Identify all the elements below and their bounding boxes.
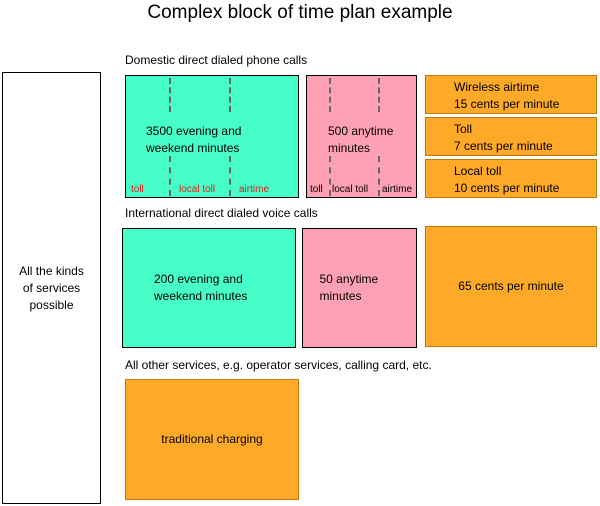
rate-name: Local toll bbox=[454, 164, 502, 178]
divider-line bbox=[378, 78, 380, 112]
anytime-minutes-label: 50 anytime minutes bbox=[319, 272, 379, 303]
anytime-minutes-label: 500 anytime minutes bbox=[328, 124, 394, 155]
divider-line bbox=[169, 78, 171, 112]
domestic-anytime-block: 500 anytime minutes toll local toll airt… bbox=[306, 75, 417, 198]
segment-toll: toll bbox=[131, 184, 144, 195]
segment-toll: toll bbox=[310, 184, 323, 195]
services-box: All the kinds of services possible bbox=[2, 72, 101, 504]
divider-line bbox=[229, 156, 231, 196]
segment-local-toll: local toll bbox=[179, 184, 216, 195]
rate-toll: Toll 7 cents per minute bbox=[425, 117, 597, 156]
international-evening-block: 200 evening and weekend minutes bbox=[122, 228, 296, 348]
rate-name: Toll bbox=[454, 122, 473, 136]
international-rate: 65 cents per minute bbox=[458, 279, 564, 293]
traditional-charging-label: traditional charging bbox=[161, 432, 263, 446]
divider-line bbox=[229, 78, 231, 112]
rate-local-toll: Local toll 10 cents per minute bbox=[425, 159, 597, 198]
international-anytime-block: 50 anytime minutes bbox=[302, 228, 417, 348]
evening-minutes-label: 200 evening and weekend minutes bbox=[154, 272, 248, 303]
evening-minutes-label: 3500 evening and weekend minutes bbox=[146, 124, 242, 155]
rate-price: 15 cents per minute bbox=[454, 97, 560, 111]
segment-local-toll: local toll bbox=[332, 184, 369, 195]
rate-wireless-airtime: Wireless airtime 15 cents per minute bbox=[425, 75, 597, 114]
diagram-title: Complex block of time plan example bbox=[147, 2, 453, 23]
international-rate-block: 65 cents per minute bbox=[425, 226, 597, 347]
rate-price: 7 cents per minute bbox=[454, 139, 553, 153]
divider-line bbox=[169, 156, 171, 196]
traditional-charging-block: traditional charging bbox=[125, 379, 299, 500]
international-heading: International direct dialed voice calls bbox=[125, 206, 318, 220]
segment-airtime: airtime bbox=[382, 184, 413, 195]
divider-line bbox=[329, 78, 331, 112]
domestic-heading: Domestic direct dialed phone calls bbox=[125, 53, 308, 67]
domestic-evening-block: 3500 evening and weekend minutes toll lo… bbox=[125, 75, 299, 198]
rate-price: 10 cents per minute bbox=[454, 181, 560, 195]
divider-line bbox=[329, 156, 331, 196]
rate-name: Wireless airtime bbox=[454, 80, 540, 94]
segment-airtime: airtime bbox=[239, 184, 270, 195]
services-label: All the kinds of services possible bbox=[19, 263, 84, 312]
divider-line bbox=[378, 156, 380, 196]
other-services-heading: All other services, e.g. operator servic… bbox=[125, 358, 432, 372]
